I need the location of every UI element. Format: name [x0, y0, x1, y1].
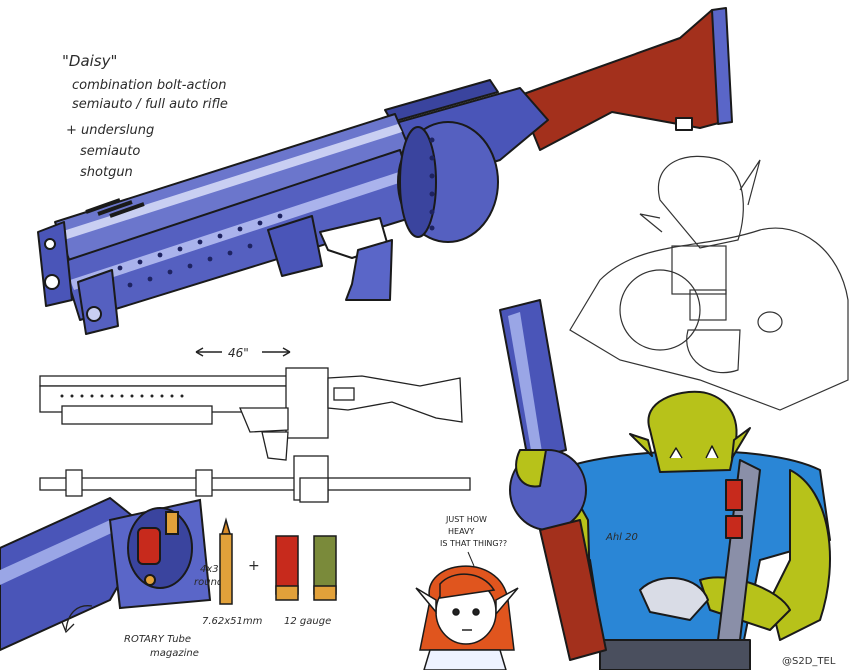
- sketch-sight: [671, 245, 727, 295]
- orc-tusks: [669, 445, 719, 459]
- buttplate: [711, 7, 733, 125]
- mag-note-line-2: rounds: [194, 577, 228, 588]
- title-notes: "Daisy" combination bolt-action semiauto…: [62, 52, 228, 180]
- rifle-bullet-tip: [221, 517, 231, 535]
- drum-dots: [429, 137, 435, 231]
- wood-stock: [517, 9, 731, 151]
- bubble-line-2: HEAVY: [448, 527, 475, 536]
- shotgun-ammo-label: 12 gauge: [284, 616, 331, 627]
- watermark: @S2D_TEL: [782, 656, 836, 667]
- ammo-plus: +: [248, 558, 260, 574]
- side-view-drawing: [39, 367, 463, 461]
- bandolier-shell: [725, 479, 743, 511]
- orc-ear-right: [731, 427, 751, 459]
- sketch-head: [657, 155, 744, 249]
- bubble-line-1: JUST HOW: [445, 515, 487, 524]
- ammunition: [219, 517, 337, 605]
- orc-arm-right: [769, 469, 831, 641]
- girl-top: [423, 649, 507, 670]
- muzzle-stripes: [85, 198, 145, 218]
- main-gun-illustration: [37, 7, 733, 335]
- orc-gauntlet: [639, 576, 709, 621]
- orc-ear-left: [629, 433, 653, 457]
- sketch-drum: [619, 269, 701, 351]
- orc-belt: [599, 639, 751, 670]
- drum-face: [399, 126, 437, 238]
- shroud-highlight: [60, 124, 402, 240]
- sketch-hand: [686, 329, 741, 374]
- note-line-1: combination bolt-action: [72, 78, 227, 93]
- sketch-shells: [757, 311, 783, 333]
- weapon-name: "Daisy": [62, 52, 117, 70]
- orc-hand-grip: [515, 449, 547, 488]
- vent-holes: [117, 213, 283, 288]
- note-line-2: semiauto / full auto rifle: [72, 97, 228, 112]
- note-line-5: shotgun: [80, 165, 133, 180]
- dimension-marker: [195, 347, 291, 357]
- held-gun-stock: [539, 519, 607, 661]
- mag-note-line-3: ROTARY Tube: [124, 634, 191, 645]
- note-line-3: + underslung: [66, 123, 154, 138]
- sketch-body: [569, 227, 849, 411]
- closeup-round: [165, 511, 179, 535]
- sketch-receiver: [689, 289, 727, 321]
- sketch-ear: [739, 159, 761, 206]
- speech-bubble: JUST HOW HEAVY IS THAT THING??: [440, 515, 507, 567]
- dimension-label: 46": [228, 346, 249, 360]
- artist-signature: Ahl 20: [605, 532, 638, 543]
- girl-ear-left: [415, 587, 437, 615]
- held-gun: [499, 299, 607, 661]
- rifle-ammo-label: 7.62x51mm: [202, 616, 263, 627]
- top-view-drawing: [39, 455, 471, 503]
- lower-tube-end: [77, 269, 119, 335]
- sling-swivel: [675, 117, 693, 131]
- pistol-grip: [345, 239, 393, 301]
- side-view-holes: [60, 394, 184, 398]
- magazine-closeup: [0, 496, 212, 652]
- orc-head: [647, 390, 738, 473]
- bubble-line-3: IS THAT THING??: [440, 539, 507, 548]
- upper-bore: [44, 238, 56, 250]
- fore-grip: [267, 215, 323, 277]
- note-line-4: semiauto: [80, 144, 140, 159]
- girl-ear-right: [495, 587, 519, 617]
- closeup-shell: [137, 527, 161, 565]
- aiming-orc-sketch: [569, 155, 849, 411]
- colored-orc: [544, 390, 831, 670]
- lower-bore: [44, 274, 60, 290]
- mag-note-line-1: 4x3: [200, 564, 219, 575]
- tube-cap: [86, 306, 102, 322]
- rifle-cartridge: [219, 533, 233, 605]
- elf-girl: [415, 565, 519, 670]
- magazine-arrow: [65, 605, 93, 631]
- mag-note-line-4: magazine: [150, 648, 199, 659]
